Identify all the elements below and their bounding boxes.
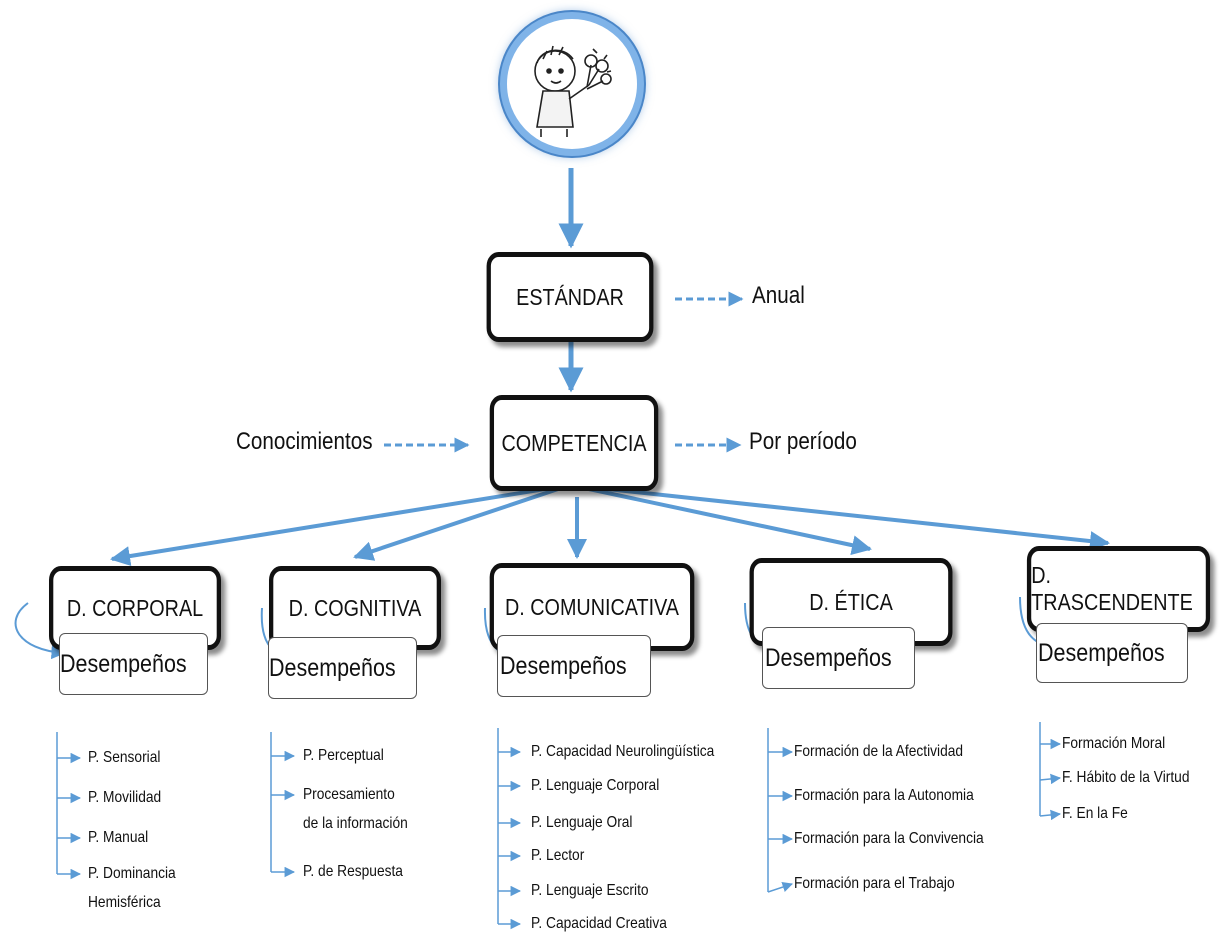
logo-badge xyxy=(500,12,644,156)
bracket-trascendente xyxy=(1039,722,1062,821)
arrow-to-d-trascendente xyxy=(569,483,1110,552)
list-item: Formación Moral xyxy=(1062,735,1166,752)
list-item: F. Hábito de la Virtud xyxy=(1062,769,1190,786)
bracket-cognitiva xyxy=(270,732,296,878)
list-item: P. Lenguaje Escrito xyxy=(531,882,649,899)
estandar-label: ESTÁNDAR xyxy=(516,283,624,310)
list-item: F. En la Fe xyxy=(1062,805,1128,822)
arrow-to-d-etica xyxy=(569,483,872,556)
list-item: de la información xyxy=(303,815,408,832)
conocimientos-note: Conocimientos xyxy=(236,428,373,455)
d-cognitiva-box: D. COGNITIVA xyxy=(269,566,441,650)
list-item: P. Dominancia xyxy=(88,865,176,882)
list-item: Formación para la Convivencia xyxy=(794,830,984,847)
list-item: P. Movilidad xyxy=(88,789,162,806)
desempenos-box-cognitiva: Desempeños xyxy=(268,637,417,699)
bracket-comunicativa xyxy=(497,728,522,930)
desempenos-box-etica: Desempeños xyxy=(762,627,915,689)
arrow-to-d-cognitiva xyxy=(353,483,571,561)
competencia-label: COMPETENCIA xyxy=(501,429,647,456)
list-item: Formación para la Autonomia xyxy=(794,787,974,804)
por-periodo-note: Por período xyxy=(749,428,857,455)
child-with-flowers-icon xyxy=(534,45,612,137)
list-item: Formación para el Trabajo xyxy=(794,875,955,892)
d-trascendente-box: D. TRASCENDENTE xyxy=(1026,546,1211,632)
list-item: P. Capacidad Creativa xyxy=(531,915,667,932)
competencia-box: COMPETENCIA xyxy=(489,395,659,491)
list-item: P. Lenguaje Corporal xyxy=(531,777,660,794)
list-item: P. Perceptual xyxy=(303,747,384,764)
arrow-to-d-corporal xyxy=(110,483,571,567)
desempenos-box-comunicativa: Desempeños xyxy=(497,635,651,697)
list-item: P. Manual xyxy=(88,829,149,846)
list-item: P. Lector xyxy=(531,847,585,864)
list-item: Formación de la Afectividad xyxy=(794,743,964,760)
list-item: P. Lenguaje Oral xyxy=(531,814,633,831)
bracket-corporal xyxy=(56,732,82,880)
curve-corporal xyxy=(14,602,66,660)
list-item: P. de Respuesta xyxy=(303,863,403,880)
bracket-etica xyxy=(767,728,794,893)
desempenos-box-corporal: Desempeños xyxy=(59,633,208,695)
list-item: Hemisférica xyxy=(88,894,161,911)
estandar-box: ESTÁNDAR xyxy=(486,252,654,342)
anual-note: Anual xyxy=(752,282,805,309)
desempenos-box-trascendente: Desempeños xyxy=(1036,623,1188,683)
list-item: P. Capacidad Neurolingüística xyxy=(531,743,715,760)
list-item: Procesamiento xyxy=(303,786,395,803)
list-item: P. Sensorial xyxy=(88,749,161,766)
